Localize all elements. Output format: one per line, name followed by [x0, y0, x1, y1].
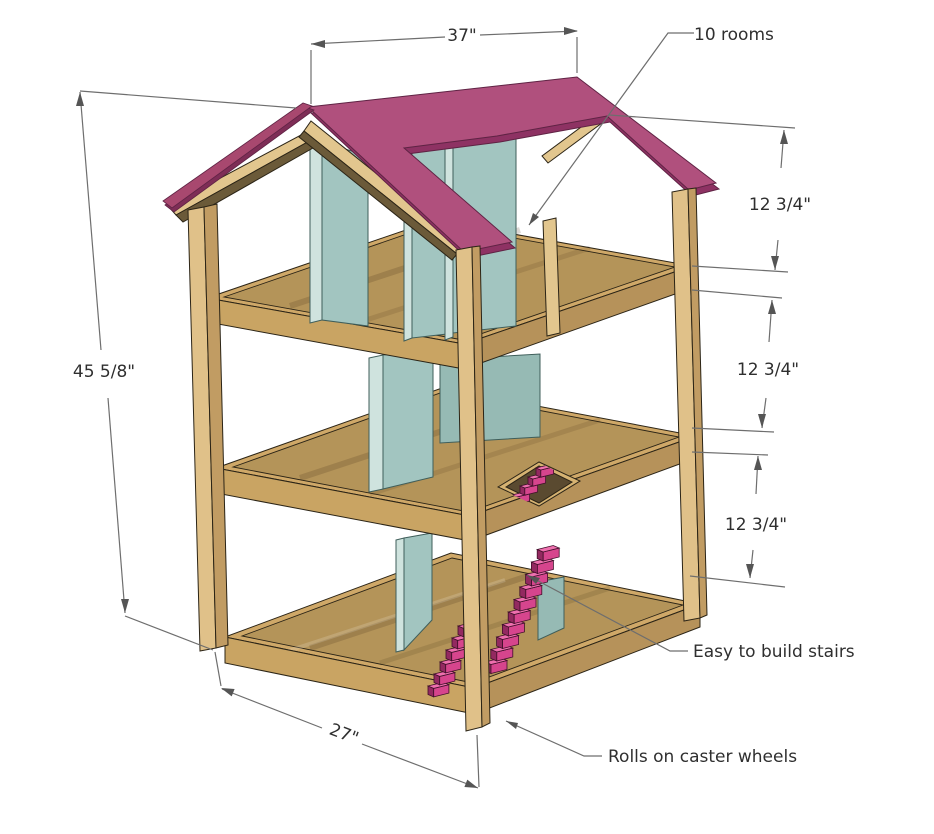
roof-main-panel [306, 76, 718, 253]
leader-stairs [526, 574, 688, 652]
leader-casters [505, 720, 602, 757]
left-gable-back-rafter [167, 126, 323, 216]
roof-back-slope-edge [162, 102, 313, 209]
leader-rooms [528, 32, 694, 226]
callout-rooms: 10 rooms [694, 25, 774, 45]
attic-stud [542, 217, 561, 337]
dimension-arrowheads [76, 27, 788, 788]
callout-casters: Rolls on caster wheels [608, 747, 797, 767]
stairs-tall-flight [483, 545, 561, 675]
bottom-floor-slab [223, 552, 702, 715]
dim-total-height: 45 5/8" [73, 362, 135, 382]
dim-base-depth: 27" [326, 720, 361, 749]
first-story-divider-walls [395, 532, 565, 653]
dim-story-top: 12 3/4" [749, 195, 811, 215]
dimension-lines [79, 30, 796, 789]
dim-story-bottom: 12 3/4" [725, 515, 787, 535]
callout-stairs: Easy to build stairs [693, 642, 855, 662]
dim-story-middle: 12 3/4" [737, 360, 799, 380]
corner-posts [187, 187, 708, 732]
roof [162, 76, 721, 259]
stair-step [535, 545, 561, 553]
dim-roof-width: 37" [447, 26, 476, 46]
